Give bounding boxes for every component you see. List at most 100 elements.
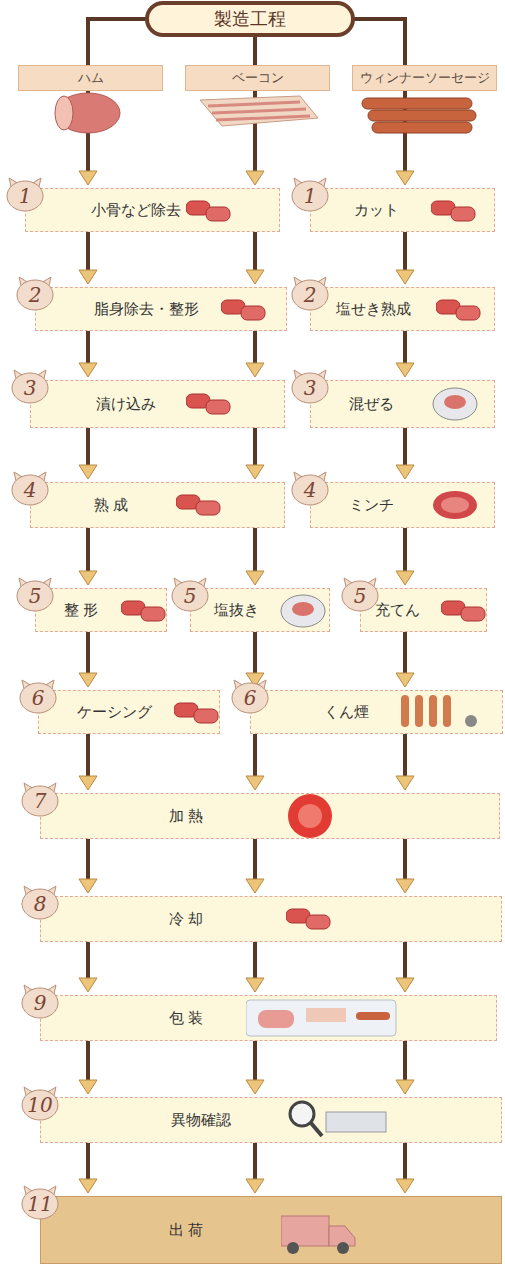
arrow-head	[246, 879, 264, 893]
step-picture	[281, 595, 325, 627]
arrow-head	[246, 978, 264, 992]
process-box: 6ケーシング	[38, 690, 220, 734]
arrow-head	[79, 673, 97, 687]
step-picture	[436, 300, 480, 320]
arrow-head	[246, 571, 264, 585]
flow-arrow	[79, 1143, 414, 1193]
process-box: 6くん煙	[250, 690, 503, 734]
step-icon	[281, 1208, 441, 1256]
step-label: 塩抜き	[214, 601, 259, 620]
step-label: 整 形	[64, 601, 99, 620]
arrow-head	[246, 363, 264, 377]
step-picture	[174, 703, 218, 723]
step-picture	[290, 1102, 386, 1136]
step-picture	[281, 1216, 355, 1254]
arrow-head	[79, 363, 97, 377]
flow-arrow	[246, 528, 264, 585]
arrow-head	[396, 1179, 414, 1193]
arrow-head	[396, 465, 414, 479]
step-picture	[401, 695, 477, 727]
flow-line	[86, 734, 90, 779]
arrow-head	[79, 1080, 97, 1094]
step-label: 異物確認	[171, 1111, 231, 1130]
step-picture	[186, 201, 230, 221]
flow-arrow	[396, 632, 414, 687]
step-picture	[121, 601, 165, 621]
step-label: 脂身除去・整形	[94, 300, 199, 319]
process-box: 2塩せき熟成	[310, 287, 495, 331]
arrow-head	[396, 571, 414, 585]
step-label: 塩せき熟成	[336, 300, 411, 319]
step-icon	[246, 996, 406, 1044]
step-number: 2	[14, 283, 56, 307]
process-box: 4ミンチ	[310, 482, 495, 528]
column-title: ベーコン	[232, 69, 284, 87]
pig-badge: 3	[289, 367, 331, 405]
step-number: 4	[9, 478, 51, 502]
step-label: 混ぜる	[349, 395, 394, 414]
step-number: 1	[4, 184, 46, 208]
arrow-head	[246, 465, 264, 479]
flow-arrow	[79, 528, 97, 585]
flow-arrow	[396, 428, 414, 479]
final-step-box: 11出 荷	[40, 1196, 502, 1264]
flow-line	[253, 528, 257, 574]
process-box: 3混ぜる	[310, 380, 495, 428]
step-icon	[431, 382, 505, 430]
pig-badge: 4	[9, 469, 51, 507]
arrow-head	[396, 363, 414, 377]
arrow-head	[79, 776, 97, 790]
arrow-head	[396, 673, 414, 687]
flow-line	[403, 528, 407, 574]
step-icon	[441, 589, 505, 637]
flow-line	[86, 528, 90, 574]
flow-arrow	[79, 942, 414, 992]
step-number: 5	[169, 584, 211, 608]
arrow-head	[79, 978, 97, 992]
arrow-head	[79, 879, 97, 893]
pig-badge: 5	[14, 575, 56, 613]
column-header: ハム	[18, 65, 163, 91]
flow-line	[88, 232, 255, 273]
step-icon	[436, 288, 505, 336]
process-box: 9包 装	[40, 995, 497, 1041]
step-label: 出 荷	[169, 1221, 204, 1240]
flow-line	[88, 839, 405, 882]
column-header: ベーコン	[185, 65, 330, 91]
step-picture	[431, 201, 475, 221]
sausage-picture	[362, 98, 476, 133]
arrow-head	[79, 171, 97, 185]
process-box: 10異物確認	[40, 1097, 502, 1143]
arrow-head	[396, 171, 414, 185]
flow-line	[88, 942, 405, 981]
step-number: 8	[19, 892, 61, 916]
process-box: 4熟 成	[30, 482, 285, 528]
process-box: 7加 熱	[40, 793, 500, 839]
pig-badge: 5	[339, 575, 381, 613]
arrow-head	[246, 171, 264, 185]
arrow-head	[396, 978, 414, 992]
step-picture	[221, 300, 265, 320]
step-number: 5	[339, 584, 381, 608]
flow-line	[403, 331, 407, 366]
flow-arrow	[79, 632, 97, 687]
pig-badge: 10	[19, 1084, 61, 1122]
step-label: くん煙	[324, 703, 369, 722]
bacon-picture	[200, 96, 318, 126]
column-title: ウィンナーソーセージ	[360, 69, 490, 87]
process-box: 1小骨など除去	[25, 188, 280, 232]
step-picture	[246, 1000, 396, 1036]
arrow-head	[79, 1179, 97, 1193]
step-number: 9	[19, 991, 61, 1015]
arrow-head	[79, 571, 97, 585]
step-number: 3	[289, 376, 331, 400]
step-label: 漬け込み	[96, 395, 156, 414]
step-number: 10	[19, 1093, 61, 1117]
flow-line	[88, 428, 255, 468]
flow-line	[403, 232, 407, 273]
pig-badge: 2	[289, 274, 331, 312]
pig-badge: 1	[4, 175, 46, 213]
process-box: 5塩抜き	[190, 588, 330, 632]
arrow-head	[246, 1179, 264, 1193]
